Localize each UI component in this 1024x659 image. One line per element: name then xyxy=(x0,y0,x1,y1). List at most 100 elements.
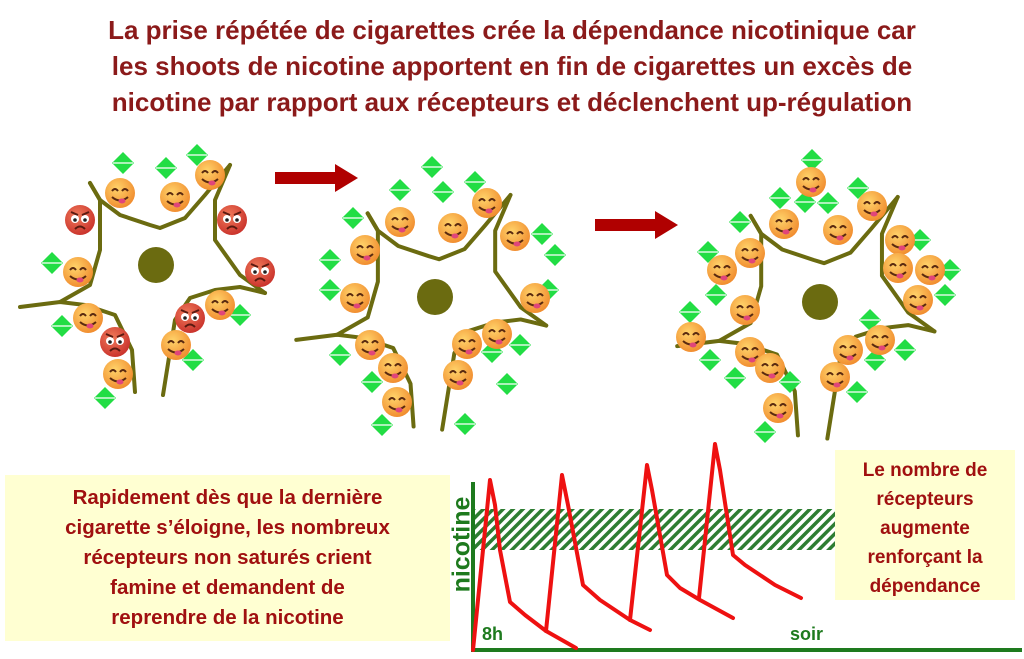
nicotine-molecule-icon xyxy=(155,157,177,179)
nicotine-molecule-icon xyxy=(41,252,63,274)
text-line: reprendre de la nicotine xyxy=(111,606,344,629)
title-line: les shoots de nicotine apportent en fin … xyxy=(111,51,913,81)
angry-receptor-icon xyxy=(217,205,247,235)
nicotine-molecule-icon xyxy=(699,349,721,371)
nicotine-molecule-icon xyxy=(229,304,251,326)
happy-receptor-icon xyxy=(382,387,412,417)
slide-title: La prise répétée de cigarettes crée la d… xyxy=(0,12,1024,120)
nicotine-molecule-icon xyxy=(697,241,719,263)
nicotine-molecule-icon xyxy=(934,284,956,306)
nicotine-molecule-icon xyxy=(361,371,383,393)
nicotine-molecule-icon xyxy=(817,192,839,214)
nicotine-molecule-icon xyxy=(496,373,518,395)
happy-receptor-icon xyxy=(438,213,468,243)
happy-receptor-icon xyxy=(730,295,760,325)
arrow-2 xyxy=(595,211,678,239)
happy-receptor-icon xyxy=(903,285,933,315)
nicotine-level-curve xyxy=(471,478,578,652)
nicotine-molecule-icon xyxy=(94,387,116,409)
happy-receptor-icon xyxy=(378,353,408,383)
happy-receptor-icon xyxy=(385,207,415,237)
nicotine-molecule-icon xyxy=(729,211,751,233)
nucleus xyxy=(802,284,838,320)
dendrite xyxy=(58,181,102,304)
nicotine-level-curve xyxy=(697,442,803,600)
happy-receptor-icon xyxy=(676,322,706,352)
happy-receptor-icon xyxy=(735,337,765,367)
happy-receptor-icon xyxy=(160,182,190,212)
happy-receptor-icon xyxy=(500,221,530,251)
angry-receptor-icon xyxy=(100,327,130,357)
happy-receptor-icon xyxy=(735,238,765,268)
text-line: récepteurs xyxy=(876,489,974,510)
dendrite xyxy=(88,163,232,230)
nicotine-molecule-icon xyxy=(846,381,868,403)
happy-receptor-icon xyxy=(857,191,887,221)
happy-receptor-icon xyxy=(73,303,103,333)
text-line: dépendance xyxy=(869,576,981,597)
nicotine-molecule-icon xyxy=(51,315,73,337)
nicotine-molecule-icon xyxy=(531,223,553,245)
text-line: renforçant la xyxy=(867,547,983,568)
happy-receptor-icon xyxy=(350,235,380,265)
happy-receptor-icon xyxy=(833,335,863,365)
nicotine-molecule-icon xyxy=(705,284,727,306)
text-line: famine et demandent de xyxy=(110,576,345,599)
happy-receptor-icon xyxy=(865,325,895,355)
neuron xyxy=(294,193,549,432)
happy-receptor-icon xyxy=(103,359,133,389)
happy-receptor-icon xyxy=(443,360,473,390)
happy-receptor-icon xyxy=(820,362,850,392)
happy-receptor-icon xyxy=(755,353,785,383)
happy-receptor-icon xyxy=(340,283,370,313)
nicotine-molecule-icon xyxy=(769,187,791,209)
nicotine-graph xyxy=(471,442,1022,652)
nucleus xyxy=(417,279,453,315)
nicotine-molecule-icon xyxy=(421,156,443,178)
happy-receptor-icon xyxy=(885,225,915,255)
nicotine-molecule-icon xyxy=(894,339,916,361)
happy-receptor-icon xyxy=(482,319,512,349)
dendrite xyxy=(493,193,549,328)
title-line: La prise répétée de cigarettes crée la d… xyxy=(108,15,916,45)
title-line: nicotine par rapport aux récepteurs et d… xyxy=(111,87,913,117)
happy-receptor-icon xyxy=(707,255,737,285)
nicotine-molecule-icon xyxy=(509,334,531,356)
nicotine-molecule-icon xyxy=(329,344,351,366)
nicotine-level-curve xyxy=(544,473,652,633)
happy-receptor-icon xyxy=(195,160,225,190)
angry-receptor-icon xyxy=(65,205,95,235)
happy-receptor-icon xyxy=(452,329,482,359)
dendrite xyxy=(335,211,380,337)
happy-receptor-icon xyxy=(105,178,135,208)
nicotine-molecule-icon xyxy=(779,371,801,393)
arrow-1 xyxy=(275,164,358,192)
nicotine-molecule-icon xyxy=(319,279,341,301)
happy-receptor-icon xyxy=(823,215,853,245)
nicotine-molecule-icon xyxy=(464,171,486,193)
y-axis-label: nicotine xyxy=(447,496,476,593)
happy-receptor-icon xyxy=(769,209,799,239)
dendrite xyxy=(365,193,513,262)
happy-receptor-icon xyxy=(763,393,793,423)
x-start-label: 8h xyxy=(482,624,504,644)
x-end-label: soir xyxy=(790,624,824,644)
nicotine-molecule-icon xyxy=(544,244,566,266)
nicotine-molecule-icon xyxy=(847,177,869,199)
nicotine-molecule-icon xyxy=(342,207,364,229)
nicotine-molecule-icon xyxy=(859,309,881,331)
text-line: cigarette s’éloigne, les nombreux xyxy=(65,516,390,539)
angry-receptor-icon xyxy=(245,257,275,287)
happy-receptor-icon xyxy=(472,188,502,218)
happy-receptor-icon xyxy=(915,255,945,285)
neuron xyxy=(18,163,267,397)
nicotine-molecule-icon xyxy=(389,179,411,201)
nicotine-molecule-icon xyxy=(112,152,134,174)
nicotine-molecule-icon xyxy=(432,181,454,203)
happy-receptor-icon xyxy=(205,290,235,320)
happy-receptor-icon xyxy=(161,330,191,360)
happy-receptor-icon xyxy=(520,283,550,313)
nicotine-molecule-icon xyxy=(801,149,823,171)
nicotine-molecule-icon xyxy=(186,144,208,166)
